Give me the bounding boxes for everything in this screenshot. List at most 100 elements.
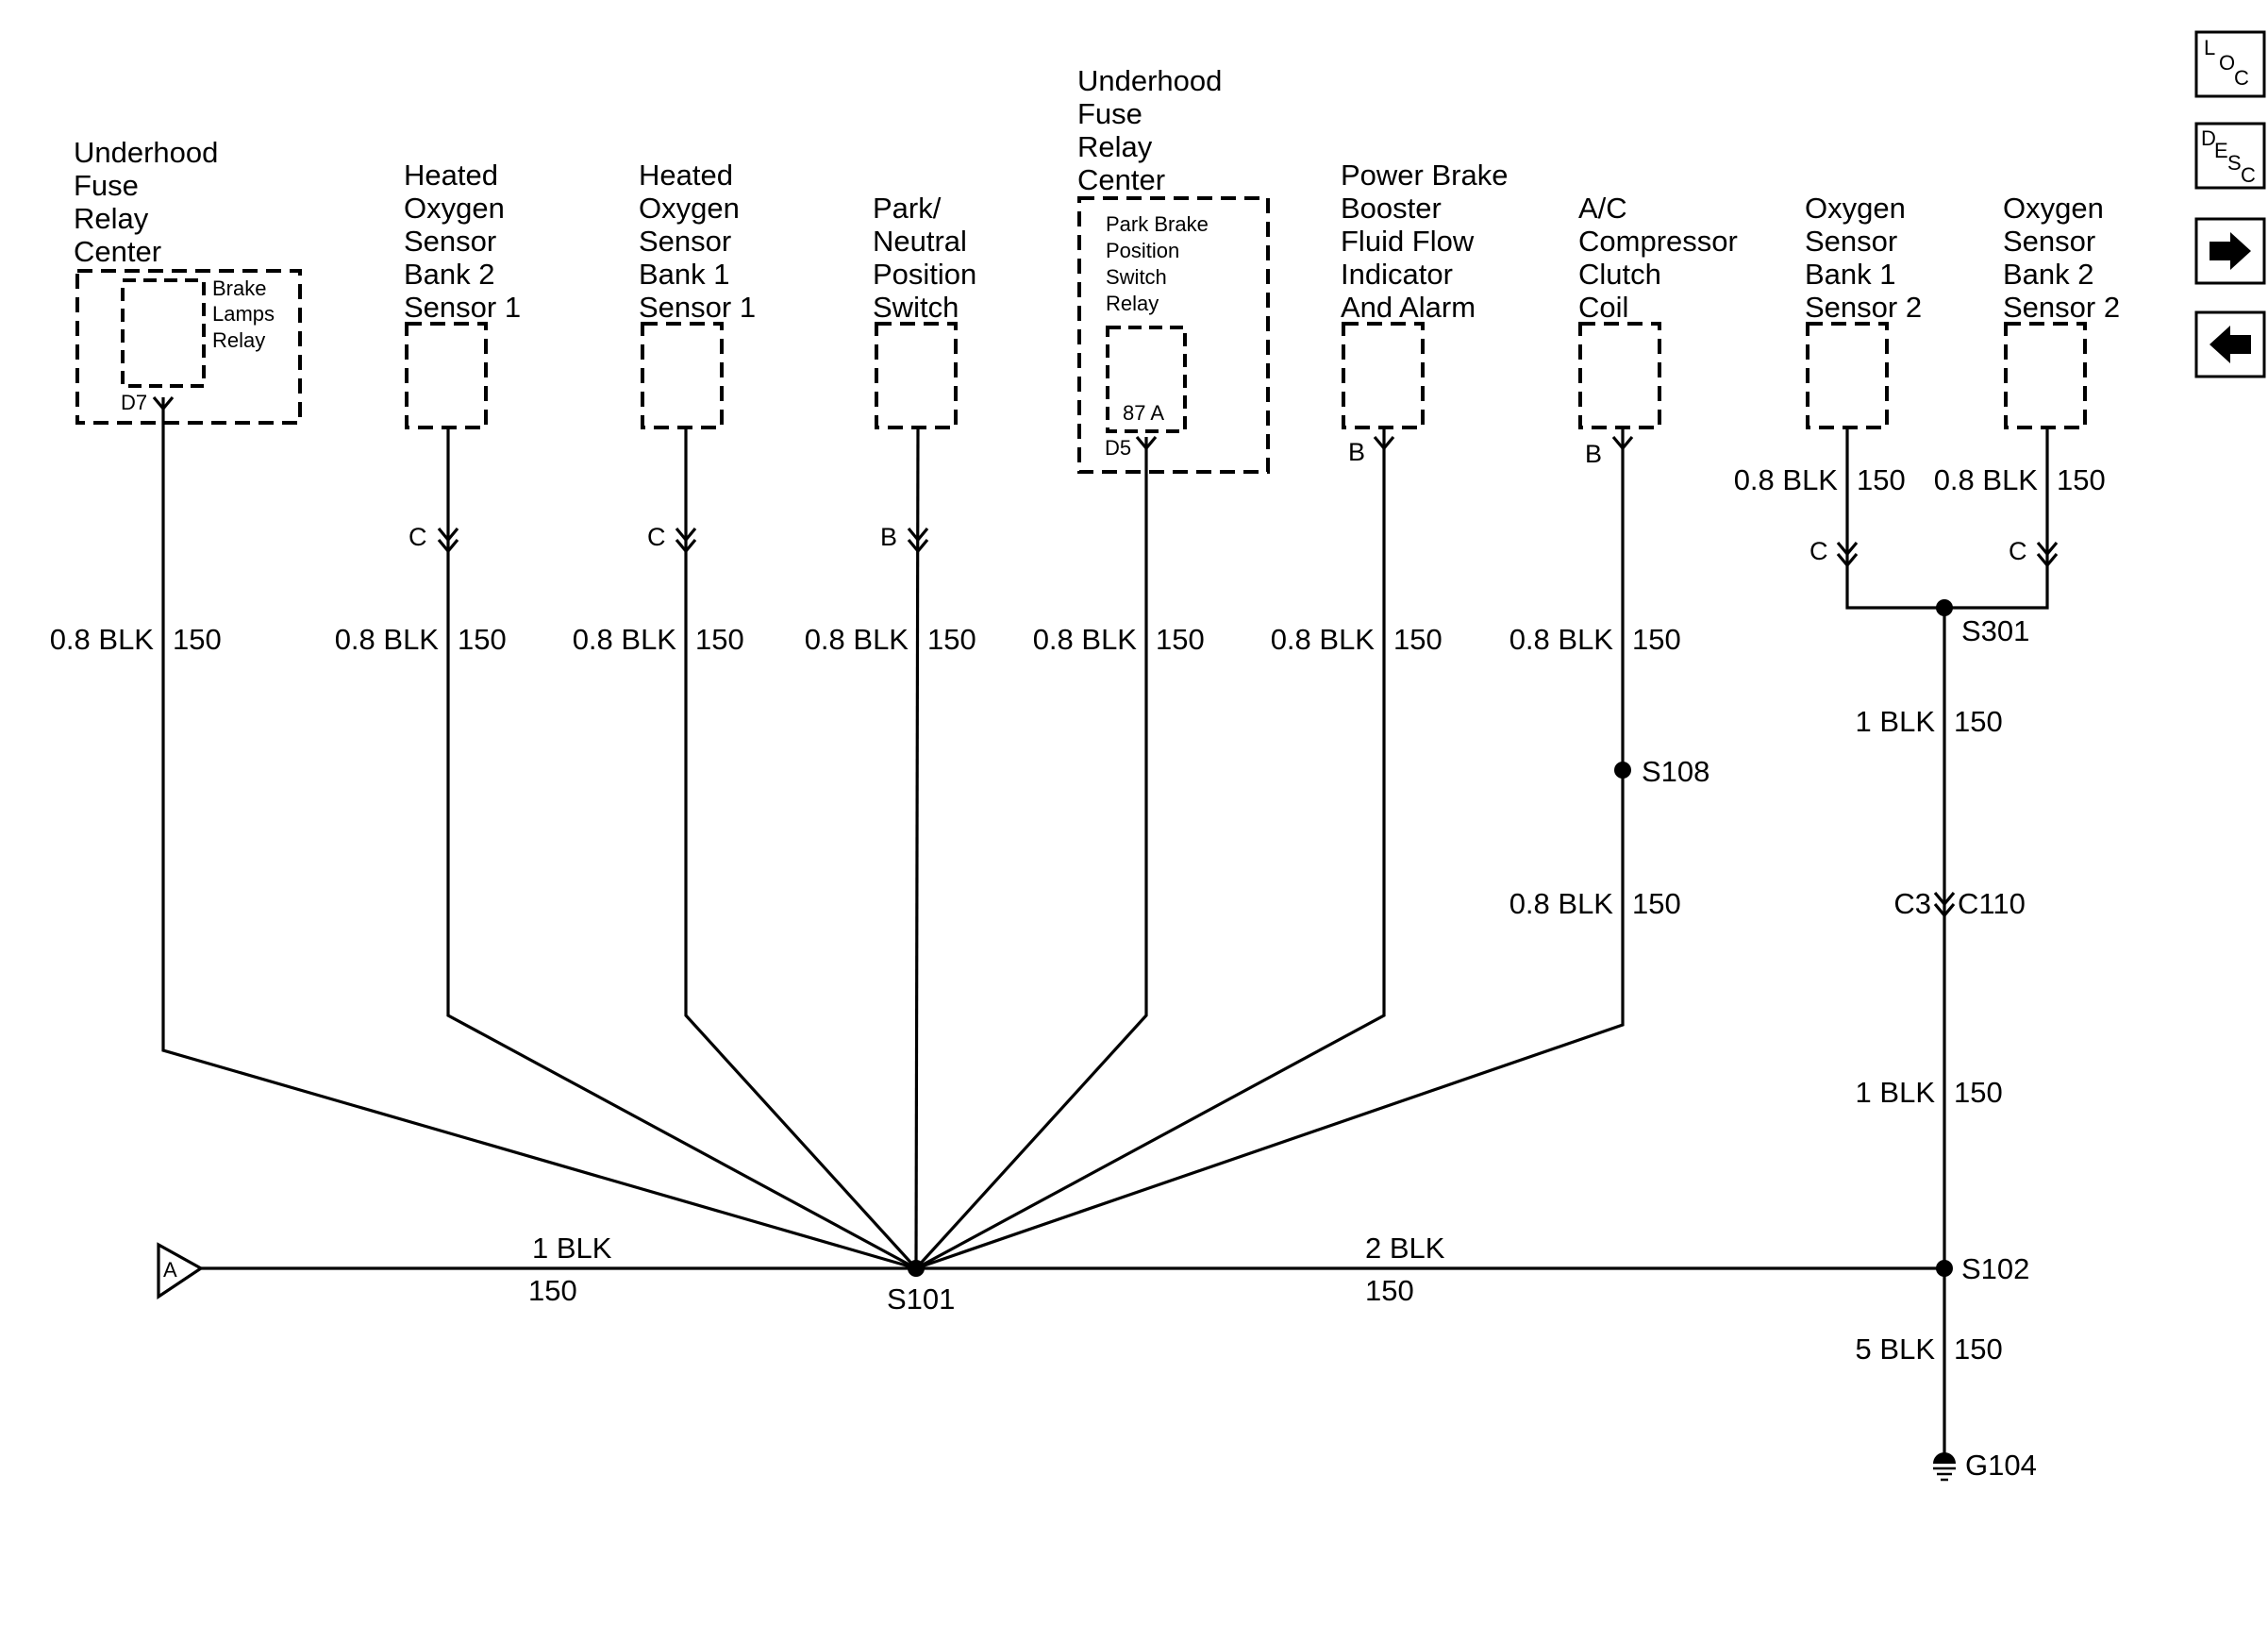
sensor-dashed-box — [2004, 322, 2087, 429]
component-title-line: Park/ — [873, 192, 942, 225]
pin-label: C — [647, 523, 666, 551]
circuit-number-label: 150 — [1954, 1333, 2003, 1366]
indicator-dashed-box — [1342, 322, 1425, 429]
wire-gauge-label: 2 BLK — [1365, 1232, 1445, 1265]
pin-label: C — [2009, 537, 2027, 565]
inline-connector — [1836, 541, 1859, 557]
wire-d5 — [914, 437, 1148, 1270]
circuit-number-label: 150 — [1365, 1274, 1414, 1307]
component-title-line: Oxygen — [639, 192, 740, 225]
splice-s301 — [1936, 599, 1953, 616]
fuse-center-dashed-box — [75, 269, 302, 425]
splice-s102 — [1936, 1260, 1953, 1277]
inline-connector — [1836, 552, 1859, 568]
component-power-brake-booster: Power Brake Booster Fluid Flow Indicator… — [1341, 159, 1508, 466]
wire-brake-booster — [915, 427, 1386, 1270]
relay-label-line: Brake — [212, 277, 266, 300]
component-title-line: Indicator — [1341, 258, 1453, 291]
splice-label: S101 — [887, 1282, 955, 1316]
off-page-triangle — [157, 1242, 205, 1299]
circuit-number-label: 150 — [458, 623, 507, 656]
circuit-number-label: 150 — [1393, 623, 1443, 656]
circuit-number-label: 150 — [173, 623, 222, 656]
loc-letter: L — [2204, 36, 2215, 59]
relay-label-line: Park Brake — [1106, 212, 1209, 236]
arrow-left-icon — [2210, 326, 2251, 363]
wire-ho2s-b2s1 — [446, 427, 917, 1270]
wires — [161, 397, 2049, 1463]
sensor-dashed-box — [1806, 322, 1889, 429]
wire-gauge-label: 0.8 BLK — [1509, 623, 1614, 656]
component-title-line: Heated — [639, 159, 733, 192]
component-title-line: A/C — [1578, 192, 1627, 225]
wire-ac-clutch — [915, 427, 1625, 1270]
wire-gauge-label: 5 BLK — [1856, 1333, 1936, 1366]
component-title-line: Sensor 1 — [639, 291, 756, 324]
desc-letter: C — [2241, 163, 2256, 187]
pin-label: D5 — [1105, 436, 1131, 460]
wire-pnp — [914, 427, 920, 1269]
desc-letter: E — [2214, 139, 2228, 162]
loc-letter: O — [2219, 51, 2235, 75]
wire-ho2s-b1s1 — [684, 427, 918, 1270]
component-title-line: And Alarm — [1341, 291, 1476, 324]
component-title-line: Underhood — [74, 136, 218, 169]
component-title-line: Oxygen — [2003, 192, 2104, 225]
component-title-line: Sensor 2 — [2003, 291, 2120, 324]
circuit-number-label: 150 — [695, 623, 744, 656]
circuit-number-label: 150 — [1857, 463, 1906, 496]
terminal-symbol — [152, 395, 175, 411]
connector-pin-label: C3 — [1893, 887, 1931, 920]
loc-letter: C — [2234, 66, 2249, 90]
inline-connector — [907, 527, 929, 543]
wire-gauge-label: 0.8 BLK — [335, 623, 440, 656]
component-ho2s-bank2-sensor1: Heated Oxygen Sensor Bank 2 Sensor 1 C — [404, 159, 521, 551]
wire-gauge-label: 0.8 BLK — [1934, 463, 2039, 496]
relay-label-line: Relay — [1106, 292, 1159, 315]
next-page-button[interactable] — [2194, 217, 2266, 285]
wire-gauge-label: 1 BLK — [1856, 1076, 1936, 1109]
relay-label-line: Switch — [1106, 265, 1167, 289]
desc-button[interactable]: D E S C — [2194, 122, 2266, 190]
clutch-dashed-box — [1578, 322, 1661, 429]
loc-button[interactable]: L O C — [2194, 30, 2266, 98]
inline-connector-c110 — [1933, 891, 1956, 907]
wire-gauge-label: 0.8 BLK — [1509, 887, 1614, 920]
splice-label: S102 — [1961, 1252, 2029, 1285]
splice-label: S108 — [1642, 755, 1709, 788]
wire-gauge-label: 0.8 BLK — [805, 623, 909, 656]
relay-label-line: Relay — [212, 328, 265, 352]
component-title-line: Center — [74, 235, 161, 268]
connector-symbols — [152, 395, 2059, 918]
wire-labels: 0.8 BLK 150 0.8 BLK 150 0.8 BLK 150 0.8 … — [50, 463, 2106, 1366]
switch-dashed-box — [875, 322, 958, 429]
ground-g104: G104 — [1933, 1449, 2037, 1482]
component-title-line: Power Brake — [1341, 159, 1508, 192]
circuit-number-label: 150 — [1632, 623, 1681, 656]
pin-label: B — [880, 523, 897, 551]
component-title-line: Relay — [74, 202, 149, 235]
splices — [908, 599, 1953, 1277]
inline-connector — [437, 538, 459, 554]
component-title-line: Heated — [404, 159, 498, 192]
wire-gauge-label: 0.8 BLK — [1271, 623, 1376, 656]
inline-connector — [675, 538, 697, 554]
component-title-line: Bank 2 — [404, 258, 495, 291]
pin-label: B — [1348, 438, 1365, 466]
circuit-number-label: 150 — [1632, 887, 1681, 920]
sensor-dashed-box — [405, 322, 488, 429]
component-title-line: Bank 1 — [1805, 258, 1896, 291]
previous-page-button[interactable] — [2194, 310, 2266, 378]
component-title-line: Compressor — [1578, 225, 1738, 258]
pin-label: B — [1585, 440, 1602, 468]
circuit-number-label: 150 — [1156, 623, 1205, 656]
relay-pin-label: 87 A — [1123, 401, 1164, 425]
ground-label: G104 — [1965, 1449, 2037, 1482]
component-title-line: Clutch — [1578, 258, 1661, 291]
component-ho2s-bank1-sensor1: Heated Oxygen Sensor Bank 1 Sensor 1 C — [639, 159, 756, 551]
pin-label: D7 — [121, 391, 147, 414]
off-page-label: A — [163, 1258, 177, 1282]
component-title-line: Center — [1077, 163, 1165, 196]
circuit-number-label: 150 — [2057, 463, 2106, 496]
